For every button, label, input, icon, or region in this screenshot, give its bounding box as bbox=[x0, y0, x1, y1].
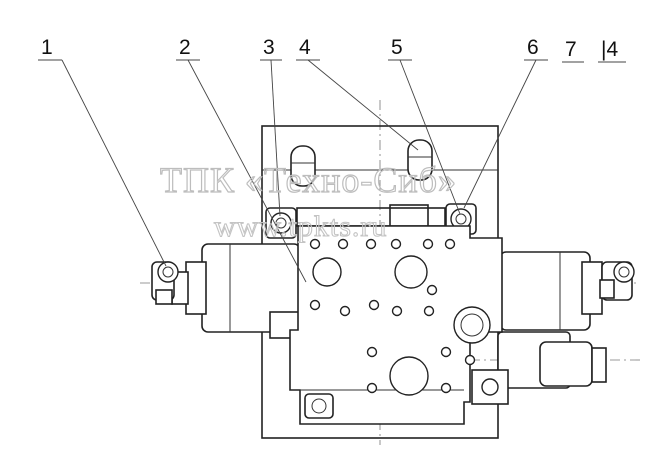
watermark-url: www.tpkts.ru bbox=[214, 210, 387, 243]
label-3: 3 bbox=[263, 36, 275, 59]
watermark-company: ТПК «Техно-Сиб» bbox=[160, 160, 457, 200]
right-connector bbox=[599, 261, 635, 301]
label-6: 6 bbox=[527, 36, 539, 59]
bottom-bolt bbox=[304, 393, 334, 419]
leader-lines bbox=[38, 59, 626, 283]
item-labels: 1 2 3 4 5 6 7 |4 bbox=[41, 36, 618, 61]
left-solenoid bbox=[171, 243, 301, 339]
label-5: 5 bbox=[391, 36, 403, 59]
left-connector bbox=[151, 261, 179, 305]
right-solenoid bbox=[499, 251, 603, 331]
lower-right-valve bbox=[471, 331, 607, 405]
label-7: 7 bbox=[565, 38, 577, 61]
block-ports bbox=[312, 255, 491, 396]
top-slots bbox=[290, 139, 433, 187]
block-small-holes bbox=[309, 238, 476, 394]
valve-block bbox=[289, 225, 503, 425]
label-2: 2 bbox=[179, 36, 191, 59]
mounting-bolt-left bbox=[265, 207, 297, 239]
label-8: |4 bbox=[601, 38, 618, 61]
label-4: 4 bbox=[299, 36, 311, 59]
label-1: 1 bbox=[41, 36, 53, 59]
watermark: ТПК «Техно-Сиб» www.tpkts.ru bbox=[159, 159, 457, 243]
